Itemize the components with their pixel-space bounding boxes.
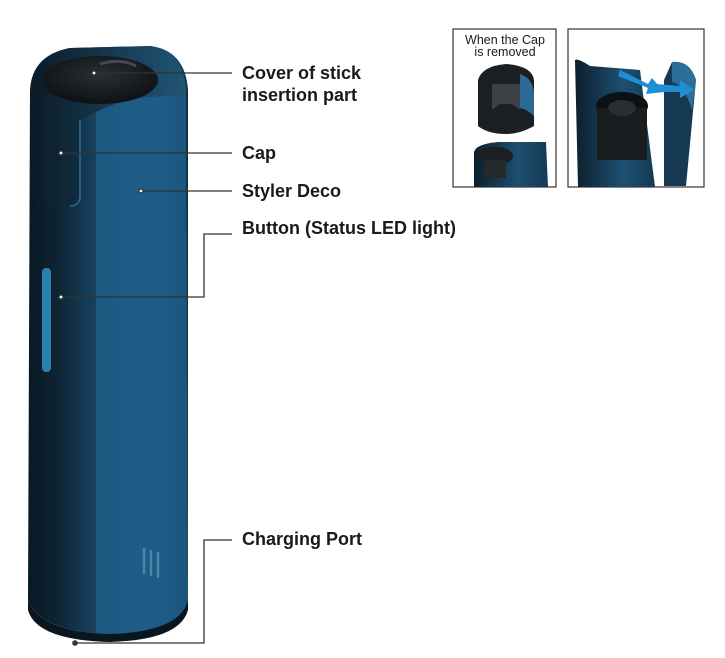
label-cap: Cap [242,143,277,163]
label-charging-port: Charging Port [242,529,362,549]
label-cover: Cover of stick insertion part [242,63,362,105]
led-button [42,268,51,372]
arrow-tip-icon [656,80,694,98]
charging-port-leader [75,539,232,644]
charging-port-marks [142,548,160,578]
device-base [28,600,188,642]
inset-styler-deco [567,28,705,188]
arrow-icon [618,70,664,94]
inset-caption: When the Cap is removed [465,33,545,59]
label-button: Button (Status LED light) [242,218,456,238]
inset-cap-removed [452,28,557,188]
stick-slot [99,59,137,68]
label-styler-deco: Styler Deco [242,181,342,201]
leader-lines [61,72,232,644]
styler-deco-panel [96,94,188,634]
cap-edge [69,120,81,207]
device-illustration [28,46,188,642]
stick-cover [42,56,158,104]
anchor-dots-light [59,71,143,299]
button-leader [61,233,232,298]
